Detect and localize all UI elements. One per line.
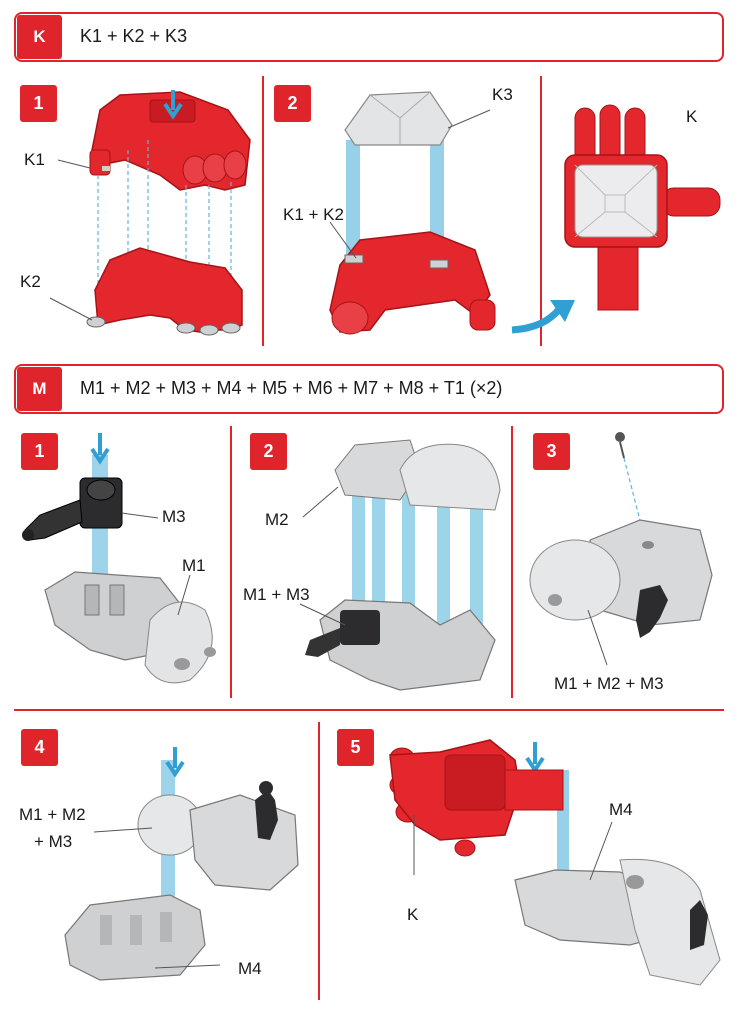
m-row-divider	[14, 709, 724, 711]
m-divider-2	[511, 426, 513, 698]
leader-k2	[49, 297, 93, 321]
curved-arrow-icon	[511, 300, 575, 334]
leader-m3	[121, 512, 159, 519]
arrow-down-icon	[165, 747, 185, 778]
arrow-down-icon	[525, 742, 545, 774]
part-k1	[89, 91, 251, 191]
label-k-step5: K	[407, 905, 419, 924]
m-step-5-badge: 5	[337, 729, 374, 766]
part-m2	[334, 439, 501, 511]
leader-k1	[57, 159, 91, 169]
leader-m4-step4	[154, 964, 221, 969]
k-divider-1	[262, 76, 264, 346]
section-k-formula: K1 + K2 + K3	[80, 26, 188, 46]
label-k: K	[686, 107, 698, 126]
label-k3: K3	[492, 85, 513, 104]
arrow-down-icon	[90, 433, 110, 465]
label-m1-m3: M1 + M3	[243, 585, 310, 604]
section-k-badge: K	[17, 15, 62, 59]
part-m1-m2-m3	[529, 519, 713, 638]
section-m-header	[14, 364, 724, 414]
m-divider-1	[230, 426, 232, 698]
k-step-1-badge: 1	[20, 85, 57, 122]
label-m3: M3	[162, 507, 186, 526]
m-step-1-badge: 1	[21, 433, 58, 470]
arrow-down-icon	[163, 90, 183, 120]
leader-m1m3	[299, 603, 346, 626]
k-step-2-badge: 2	[274, 85, 311, 122]
part-m4-step5	[514, 858, 721, 986]
leader-m1m2m3-step4	[93, 827, 153, 833]
k-divider-2	[540, 76, 542, 346]
leader-k3	[447, 109, 491, 129]
k-step2-guide-right	[430, 140, 444, 260]
m-divider-3	[318, 722, 320, 1000]
part-m1	[44, 571, 216, 684]
leader-m2	[302, 486, 339, 518]
section-m-formula: M1 + M2 + M3 + M4 + M5 + M6 + M7 + M8 + …	[80, 378, 503, 398]
label-m4-step4: M4	[238, 959, 262, 978]
part-m4-step4	[64, 894, 206, 981]
label-m1-m2-line1: M1 + M2	[19, 805, 86, 824]
m-step2-guides	[352, 480, 483, 650]
leader-m1	[177, 574, 191, 616]
part-k2	[86, 247, 243, 336]
part-m3	[22, 477, 123, 541]
label-k1: K1	[24, 150, 45, 169]
part-k-complete	[564, 104, 721, 311]
leader-m4-step5	[589, 821, 613, 881]
part-m1-m3	[305, 599, 496, 691]
label-k1-k2: K1 + K2	[283, 205, 344, 224]
leader-k1k2	[329, 221, 357, 259]
section-m-badge: M	[17, 367, 62, 411]
k-step2-guide-left	[346, 140, 360, 260]
label-m1: M1	[182, 556, 206, 575]
part-k1-k2	[329, 231, 496, 335]
m-step-2-badge: 2	[250, 433, 287, 470]
part-m1-m2-m3-step4	[137, 781, 299, 891]
leader-m1m2m3-step3	[587, 609, 608, 666]
label-m1-m2-m3: M1 + M2 + M3	[554, 674, 664, 693]
label-m4-step5: M4	[609, 800, 633, 819]
label-k2: K2	[20, 272, 41, 291]
m-step-4-badge: 4	[21, 729, 58, 766]
screw-icon	[615, 432, 625, 459]
part-k-step5	[389, 739, 564, 857]
label-m2: M2	[265, 510, 289, 529]
part-k3	[344, 91, 453, 146]
m-step-3-badge: 3	[533, 433, 570, 470]
section-k-header	[14, 12, 724, 62]
label-m1-m2-line2: + M3	[34, 832, 73, 851]
